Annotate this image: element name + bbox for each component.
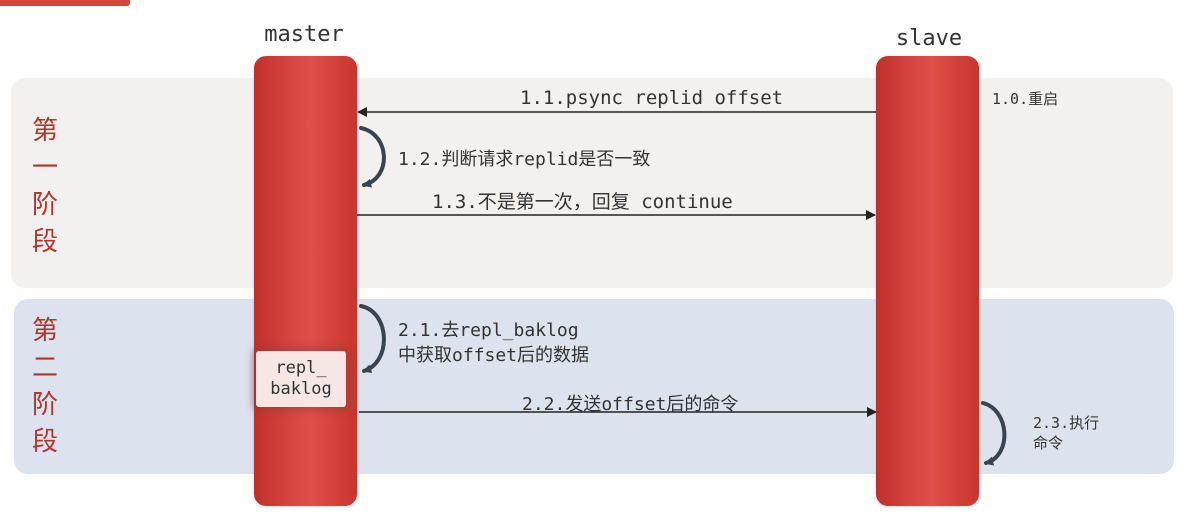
stage-1-band — [11, 78, 1173, 288]
fetch-backlog-self-arrow — [359, 304, 386, 374]
slave-label: slave — [895, 26, 963, 51]
master-lifeline — [254, 56, 357, 506]
slave-lifeline — [876, 56, 979, 506]
check-replid-self-arrow — [359, 126, 386, 188]
repl-baklog-buffer: repl_ baklog — [256, 351, 346, 407]
execute-commands-self-arrow — [981, 401, 1007, 466]
header-fragment — [0, 0, 130, 6]
stage-1-title: 第 一 阶 段 — [31, 116, 58, 257]
stage-2-title: 第 二 阶 段 — [31, 316, 58, 457]
psync-label: 1.1.psync replid offset — [520, 87, 784, 109]
continue-label: 1.3.不是第一次，回复 continue — [432, 191, 733, 213]
check-replid-label: 1.2.判断请求replid是否一致 — [398, 149, 651, 170]
master-label: master — [264, 22, 344, 47]
send-commands-label: 2.2.发送offset后的命令 — [522, 394, 739, 415]
restart-label: 1.0.重启 — [992, 90, 1059, 108]
repl-baklog-label: repl_ baklog — [270, 358, 332, 399]
execute-commands-label: 2.3.执行 命令 — [1033, 414, 1100, 452]
fetch-backlog-label: 2.1.去repl_baklog 中获取offset后的数据 — [398, 320, 590, 366]
stage-2-band — [14, 299, 1174, 474]
